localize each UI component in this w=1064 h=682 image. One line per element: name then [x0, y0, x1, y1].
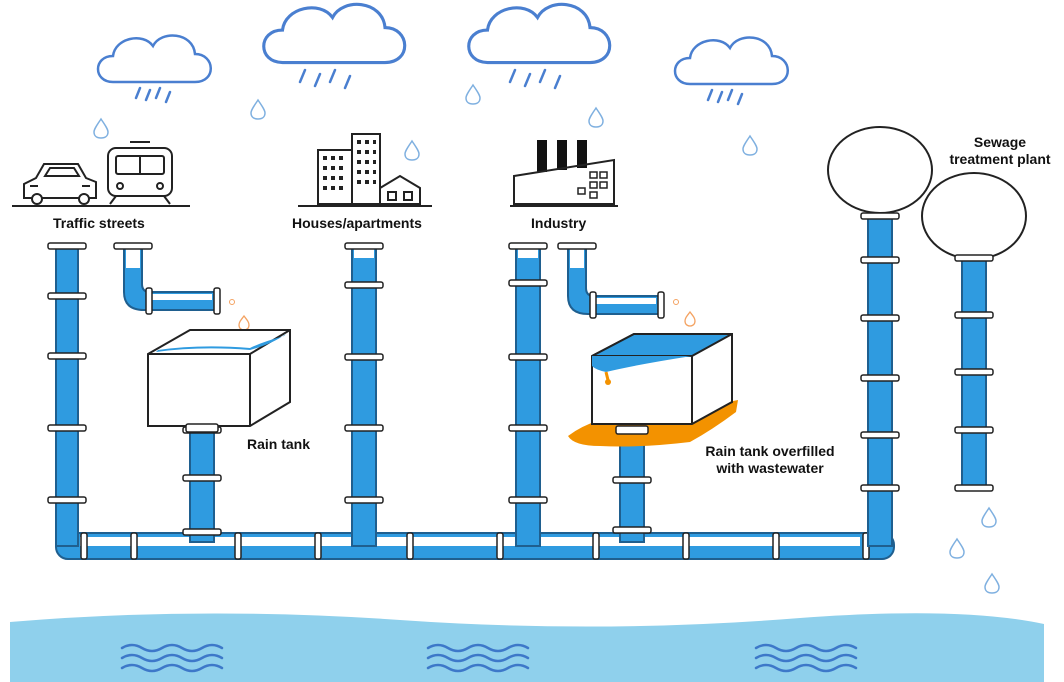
label-sewage-line2: treatment plant	[949, 151, 1051, 167]
pipe-icon	[557, 242, 665, 319]
rain-cloud-icon	[262, 2, 407, 90]
label-sewage-treatment: Sewage treatment plant	[940, 134, 1060, 168]
pipe-icon	[113, 242, 221, 315]
rain-tank-icon	[147, 329, 291, 433]
raindrop-icon	[404, 140, 420, 161]
rain-cloud-icon	[467, 2, 612, 90]
main-sewer-pipe	[55, 532, 895, 560]
car-icon	[23, 163, 97, 205]
raindrop-icon	[93, 118, 109, 139]
label-rain-tank-overfilled: Rain tank overfilled with wastewater	[690, 443, 850, 477]
label-overflow-line2: with wastewater	[716, 460, 824, 476]
raindrop-icon	[981, 507, 997, 528]
pipe-icon	[954, 254, 994, 492]
raindrop-icon	[949, 538, 965, 559]
train-icon	[107, 141, 173, 205]
rain-cloud-icon	[673, 36, 790, 106]
label-rain-tank: Rain tank	[247, 436, 311, 452]
rain-cloud-icon	[96, 34, 213, 104]
label-sewage-line1: Sewage	[973, 134, 1027, 150]
raindrop-icon	[673, 299, 696, 327]
label-industry: Industry	[531, 215, 587, 231]
water-waves-icon	[10, 613, 1044, 682]
pipe-icon	[612, 426, 652, 543]
factory-icon	[513, 140, 615, 205]
pipe-icon	[47, 242, 87, 547]
raindrop-icon	[250, 99, 266, 120]
raindrop-icon	[588, 107, 604, 128]
buildings-icon	[317, 133, 421, 205]
overflowing-tank-icon	[568, 333, 738, 447]
label-houses: Houses/apartments	[292, 215, 422, 231]
pipe-icon	[860, 212, 900, 547]
pipe-icon	[508, 242, 548, 547]
raindrop-icon	[465, 84, 481, 105]
raindrop-icon	[984, 573, 1000, 594]
label-overflow-line1: Rain tank overfilled	[705, 443, 835, 459]
pipe-icon	[344, 242, 384, 547]
raindrop-icon	[229, 299, 250, 331]
raindrop-icon	[742, 135, 758, 156]
label-traffic-streets: Traffic streets	[53, 215, 145, 231]
treatment-tank-icon	[827, 126, 1027, 260]
pipe-icon	[182, 426, 222, 543]
